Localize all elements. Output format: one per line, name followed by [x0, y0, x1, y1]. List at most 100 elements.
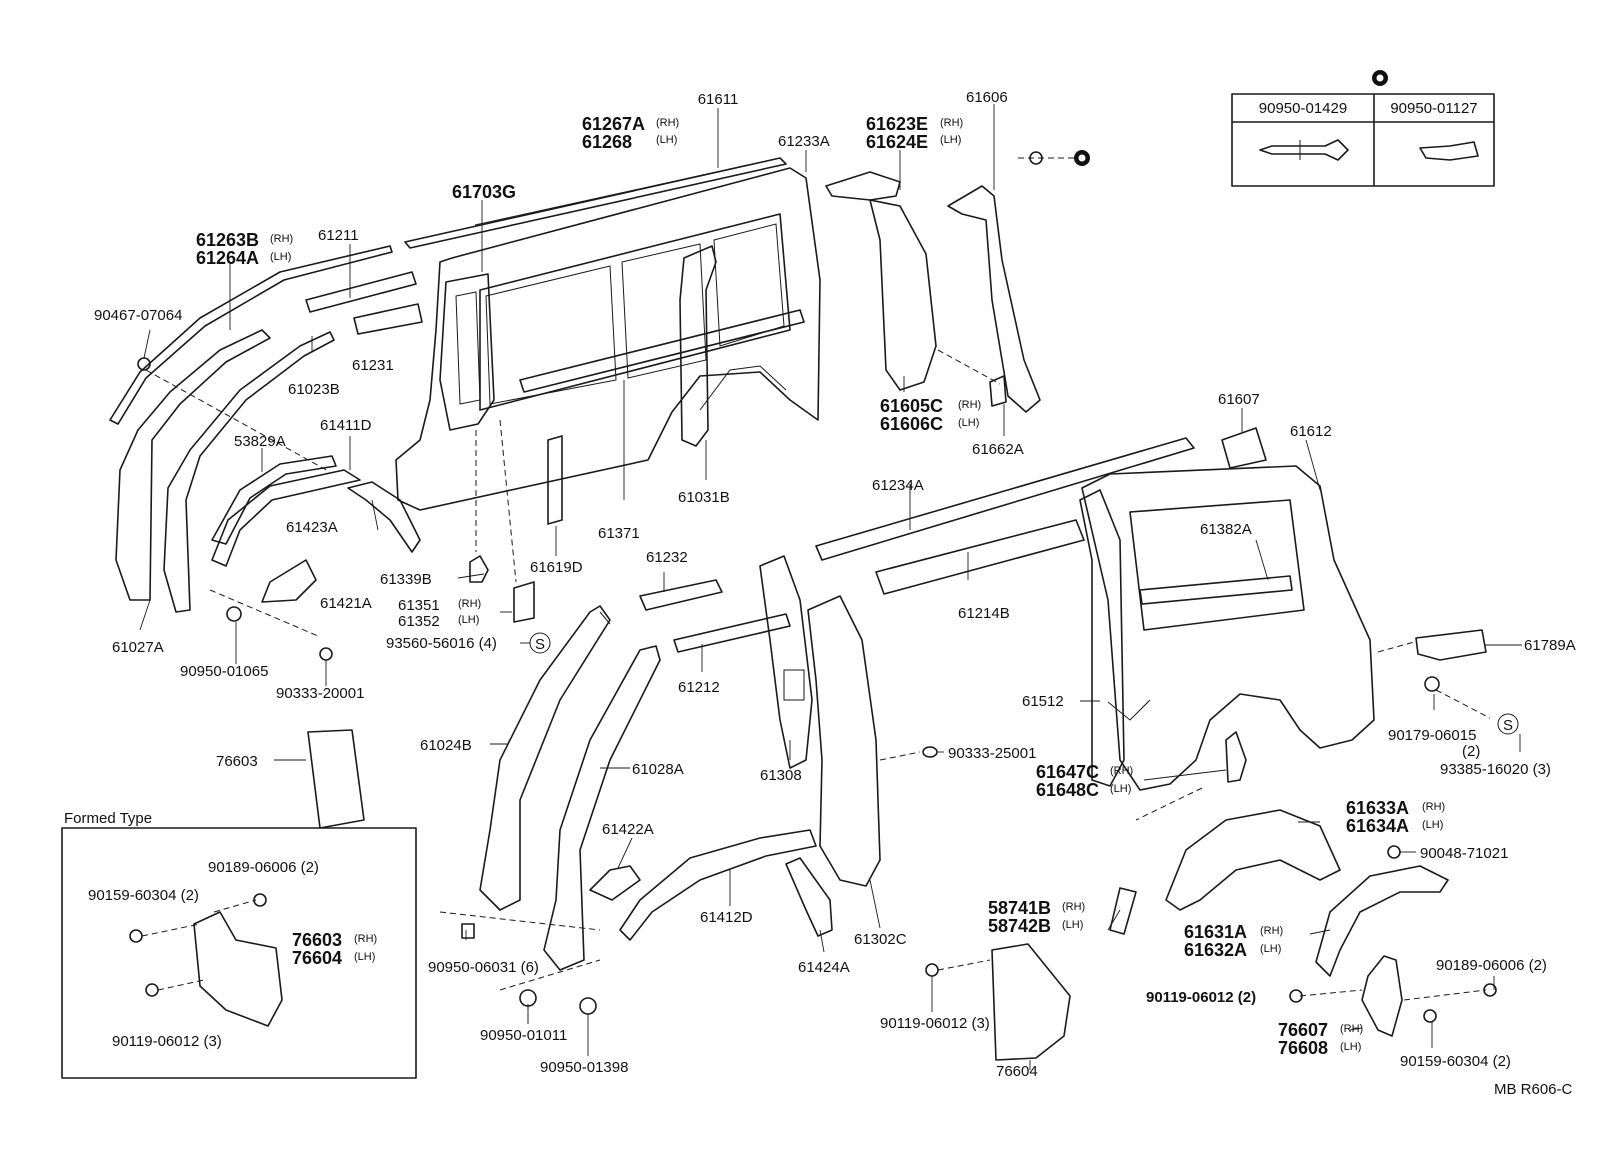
plug-90333-25001-icon [922, 746, 938, 758]
label-58741b: 58741B [988, 898, 1051, 918]
bolt-90189-inset-icon [253, 893, 267, 907]
label-inset-76604: 76604 [292, 948, 342, 968]
svg-text:(LH): (LH) [354, 951, 375, 963]
drip-rail-61267a [404, 157, 787, 249]
label-90333-20001: 90333-20001 [276, 685, 364, 702]
label-61412d: 61412D [700, 909, 753, 926]
label-61631a: 61631A [1184, 922, 1247, 942]
label-61624e: 61624E [866, 132, 928, 152]
label-61308: 61308 [760, 767, 802, 784]
pillar-61606 [947, 185, 1041, 413]
label-61423a: 61423A [286, 519, 338, 536]
label-61371: 61371 [598, 525, 640, 542]
label-61606c: 61606C [880, 414, 943, 434]
rail-61232 [639, 579, 723, 611]
label-61031b: 61031B [678, 489, 730, 506]
label-inset-76603: 76603 [292, 930, 342, 950]
label-90048-71021: 90048-71021 [1420, 845, 1508, 862]
leader-lines [139, 104, 1522, 1070]
seal-58741b [1109, 887, 1137, 935]
legend-col1: 90950-01429 [1259, 100, 1347, 117]
svg-text:S: S [535, 636, 545, 653]
label-61024b: 61024B [420, 737, 472, 754]
mudflap-76603-formed [193, 911, 283, 1027]
bracket-61607 [1221, 427, 1267, 469]
belt-rail-61371 [519, 309, 805, 393]
side-outer-panel-61233a [395, 167, 821, 511]
label-61382a: 61382A [1200, 521, 1252, 538]
svg-text:(RH): (RH) [1340, 1023, 1363, 1035]
label-93385-16020: 93385-16020 (3) [1440, 761, 1551, 778]
label-76608: 76608 [1278, 1038, 1328, 1058]
label-61268: 61268 [582, 132, 632, 152]
rail-61211 [305, 271, 417, 313]
label-61352: 61352 [398, 613, 440, 630]
label-61647c: 61647C [1036, 762, 1099, 782]
svg-text:(2): (2) [1462, 743, 1480, 760]
label-61212: 61212 [678, 679, 720, 696]
mudflap-76607 [1361, 955, 1403, 1037]
label-61612: 61612 [1290, 423, 1332, 440]
legend-col2: 90950-01127 [1390, 100, 1477, 117]
clip-90048-icon [1387, 845, 1401, 859]
bolt-90159-icon [1423, 1009, 1437, 1023]
label-61512: 61512 [1022, 693, 1064, 710]
label-61632a: 61632A [1184, 940, 1247, 960]
s-symbol-icon [1497, 713, 1519, 735]
svg-text:(LH): (LH) [1062, 919, 1083, 931]
brace-61619d [547, 435, 563, 525]
label-90950-01065: 90950-01065 [180, 663, 268, 680]
pillar-61024b [479, 605, 611, 911]
label-61302c: 61302C [854, 931, 907, 948]
bracket-61231 [353, 303, 423, 335]
label-61421a: 61421A [320, 595, 372, 612]
bracket-61424a [785, 857, 833, 937]
label-61422a: 61422A [602, 821, 654, 838]
svg-text:(RH): (RH) [270, 233, 293, 245]
svg-text:S: S [1503, 717, 1513, 734]
fastener-legend-table: 90950-01429 90950-01127 [1231, 70, 1495, 187]
svg-text:(LH): (LH) [656, 134, 677, 146]
svg-text:(LH): (LH) [1340, 1041, 1361, 1053]
label-61267a: 61267A [582, 114, 645, 134]
label-93560-56016: 93560-56016 (4) [386, 635, 497, 652]
grommet-icon [1029, 151, 1043, 165]
liner-61631a [1315, 865, 1449, 977]
label-90179-06015: 90179-06015 [1388, 727, 1476, 744]
arch-53829a [211, 455, 337, 545]
shield-76603 [307, 729, 365, 829]
label-61634a: 61634A [1346, 816, 1409, 836]
label-61607: 61607 [1218, 391, 1260, 408]
svg-text:(RH): (RH) [656, 117, 679, 129]
front-pillar-61027a [115, 329, 271, 601]
label-90189-06006-right: 90189-06006 (2) [1436, 957, 1547, 974]
clip-90950-06031-icon [461, 923, 475, 939]
svg-text:(LH): (LH) [940, 134, 961, 146]
diagram-code: MB R606-C [1494, 1081, 1573, 1098]
label-58742b: 58742B [988, 916, 1051, 936]
svg-text:(LH): (LH) [270, 251, 291, 263]
bolt-90159-inset-icon [129, 929, 143, 943]
bracket-61789a [1415, 629, 1487, 661]
label-90119-06012-center: 90119-06012 (3) [880, 1015, 990, 1032]
grommet-90950-01011-icon [519, 989, 537, 1007]
label-61232: 61232 [646, 549, 688, 566]
svg-text:(RH): (RH) [940, 117, 963, 129]
rail-61382a [1139, 575, 1293, 605]
label-61339b: 61339B [380, 571, 432, 588]
label-61633a: 61633A [1346, 798, 1409, 818]
pillar-61028a [543, 645, 661, 971]
label-inset-90119: 90119-06012 (3) [112, 1033, 222, 1050]
bracket-61623e [825, 171, 901, 201]
front-pillar-61023b [163, 331, 335, 613]
clip-01127-icon [1419, 141, 1479, 161]
label-61211: 61211 [318, 227, 359, 244]
bracket-61662a [989, 375, 1007, 407]
grommet-90950-01065-icon [226, 606, 242, 622]
formed-type-inset: Formed Type [61, 810, 417, 1079]
label-53829a: 53829A [234, 433, 286, 450]
label-90950-01011: 90950-01011 [480, 1027, 567, 1044]
wheelhouse-61633a [1165, 809, 1341, 911]
inset-title: Formed Type [64, 810, 152, 827]
